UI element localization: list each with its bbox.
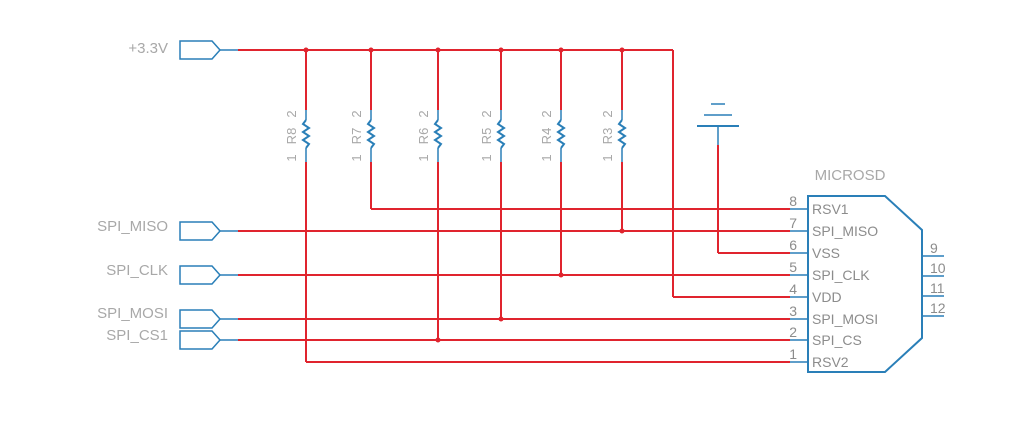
pin-number: 4 [789, 281, 797, 297]
resistor-pin1-label: 1 [416, 154, 431, 161]
wires [238, 49, 790, 363]
net-label-3v3: +3.3V [128, 40, 168, 57]
pin-number: 11 [930, 280, 945, 296]
pin-number: 6 [789, 237, 797, 253]
resistor-ref-label: R7 [349, 128, 364, 145]
port-spi-mosi [179, 309, 238, 329]
resistor-pin2-label: 2 [284, 110, 299, 117]
resistor-r3[interactable]: R3 2 1 [600, 110, 627, 162]
port-spi-miso [179, 221, 238, 241]
net-label-spi-clk: SPI_CLK [106, 262, 168, 279]
connector-name: MICROSD [815, 167, 886, 184]
resistor-pin2-label: 2 [416, 110, 431, 117]
pin-name: RSV2 [812, 354, 849, 370]
microsd-connector[interactable]: MICROSD 8 7 6 5 4 3 2 1 RSV1 SPI_MISO VS… [789, 167, 946, 373]
resistor-pin1-label: 1 [539, 154, 554, 161]
pin-name: RSV1 [812, 201, 849, 217]
junction-dot [368, 47, 374, 53]
resistor-pin2-label: 2 [349, 110, 364, 117]
resistor-r4[interactable]: R4 2 1 [539, 110, 566, 162]
junction-dot [498, 47, 504, 53]
resistor-ref-label: R6 [416, 128, 431, 145]
ground-icon [697, 103, 739, 145]
pin-number: 7 [789, 215, 797, 231]
pin-name: SPI_MOSI [812, 311, 878, 327]
resistor-pin1-label: 1 [479, 154, 494, 161]
resistor-ref-label: R8 [284, 128, 299, 145]
resistor-pin2-label: 2 [539, 110, 554, 117]
pin-number: 2 [789, 324, 797, 340]
junctions [303, 47, 625, 343]
resistor-pin1-label: 1 [284, 154, 299, 161]
junction-dot [558, 47, 564, 53]
port-3v3 [179, 40, 238, 60]
port-spi-clk [179, 265, 238, 285]
pin-number: 5 [789, 259, 797, 275]
net-label-spi-miso: SPI_MISO [97, 218, 168, 235]
resistor-ref-label: R5 [479, 128, 494, 145]
resistor-ref-label: R3 [600, 128, 615, 145]
pin-number: 9 [930, 240, 938, 256]
resistor-r7[interactable]: R7 2 1 [349, 110, 376, 162]
pin-number: 1 [789, 346, 797, 362]
resistor-r6[interactable]: R6 2 1 [416, 110, 443, 162]
pin-number: 10 [930, 260, 946, 276]
net-label-spi-cs1: SPI_CS1 [106, 327, 168, 344]
pin-name: VDD [812, 289, 842, 305]
pin-number: 8 [789, 193, 797, 209]
resistor-pin2-label: 2 [600, 110, 615, 117]
net-label-spi-mosi: SPI_MOSI [97, 305, 168, 322]
junction-dot [303, 47, 309, 53]
junction-dot [498, 316, 504, 322]
pin-name: VSS [812, 245, 840, 261]
junction-dot [435, 337, 441, 343]
junction-dot [619, 47, 625, 53]
port-spi-cs1 [179, 330, 238, 350]
resistor-pin1-label: 1 [349, 154, 364, 161]
resistor-ref-label: R4 [539, 128, 554, 145]
pin-name: SPI_CS [812, 332, 862, 348]
resistor-pin2-label: 2 [479, 110, 494, 117]
resistor-r8[interactable]: R8 2 1 [284, 110, 311, 162]
junction-dot [558, 272, 564, 278]
junction-dot [619, 228, 625, 234]
junction-dot [435, 47, 441, 53]
pin-name: SPI_CLK [812, 267, 870, 283]
pin-name: SPI_MISO [812, 223, 878, 239]
pin-number: 3 [789, 303, 797, 319]
resistor-pin1-label: 1 [600, 154, 615, 161]
pin-number: 12 [930, 300, 946, 316]
resistor-r5[interactable]: R5 2 1 [479, 110, 506, 162]
